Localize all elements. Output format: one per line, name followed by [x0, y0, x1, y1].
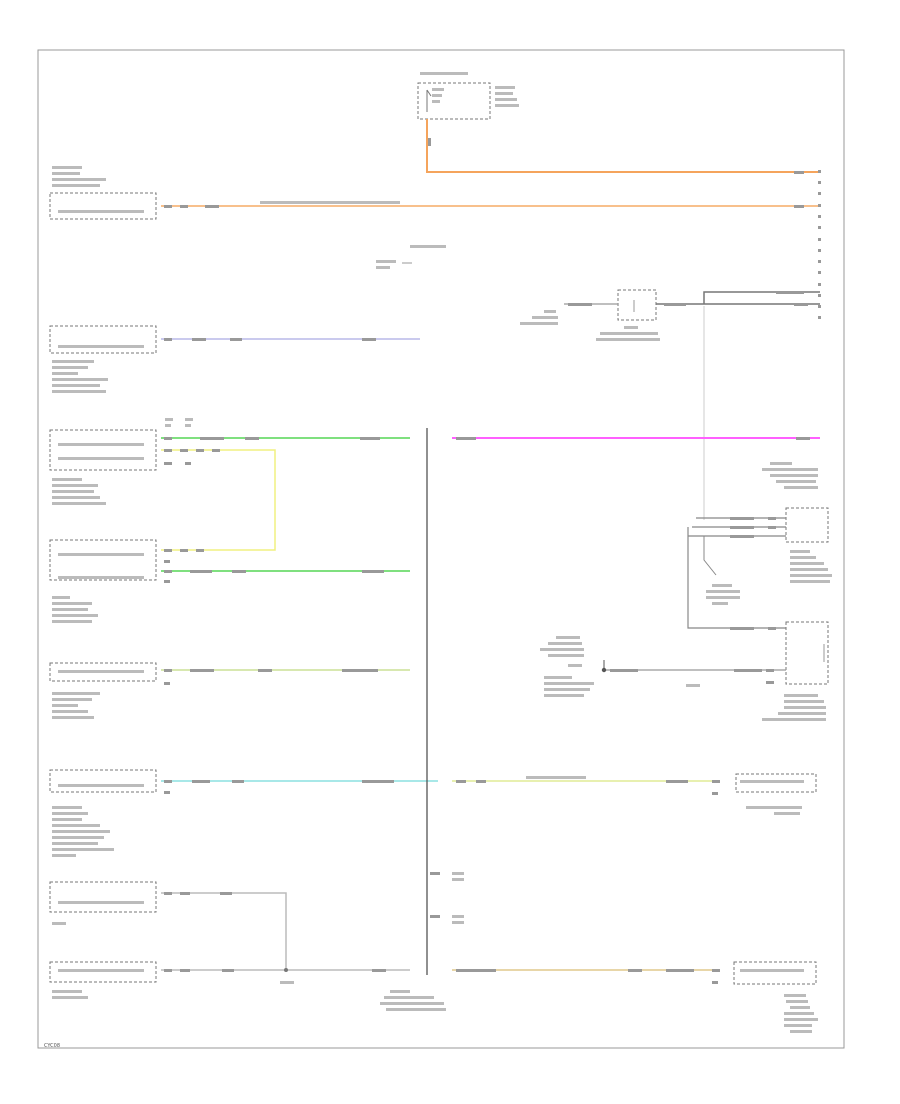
left-component-1 — [49, 166, 172, 220]
left-component-7 — [49, 881, 287, 970]
left-component-2 — [49, 325, 420, 393]
left-component-3 — [49, 418, 410, 551]
central-bus — [380, 428, 464, 1011]
right-module — [540, 621, 829, 721]
left-component-6 — [49, 769, 438, 857]
mid-left-element — [376, 245, 446, 269]
right-switch-top — [520, 289, 820, 520]
top-component — [417, 72, 519, 120]
figure-code: CYC08 — [44, 1043, 61, 1049]
left-component-4 — [49, 539, 410, 623]
right-relay — [687, 507, 832, 630]
orange-wires — [161, 119, 820, 208]
left-component-5 — [49, 662, 410, 719]
diagram-frame — [37, 49, 845, 1049]
right-connector-dots — [818, 170, 821, 319]
magenta-wire — [452, 437, 820, 489]
left-component-8 — [49, 961, 410, 999]
right-lower-wires — [452, 773, 818, 1033]
